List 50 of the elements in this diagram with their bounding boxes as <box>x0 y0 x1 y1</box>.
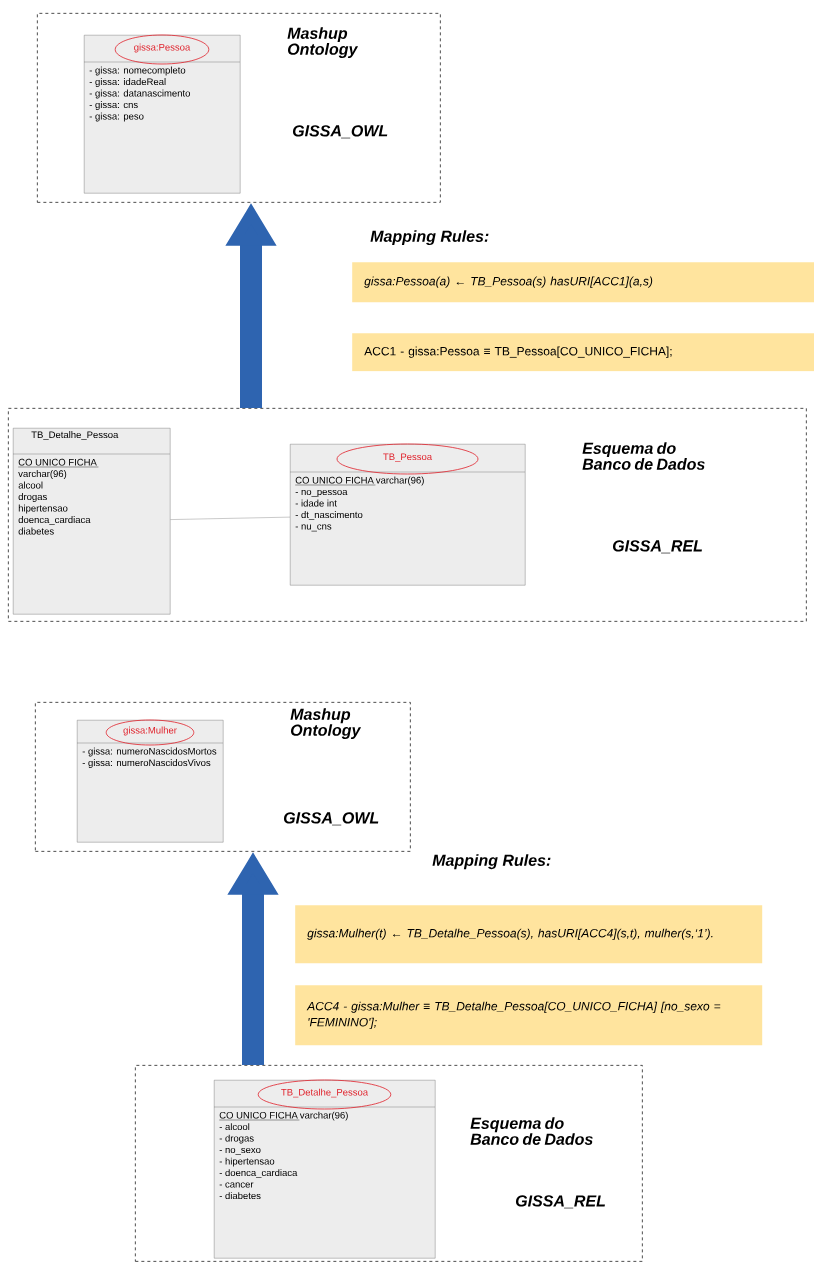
column-text: - doenca_cardiaca <box>219 1169 298 1178</box>
frame-title: Mashup Ontology <box>287 27 359 59</box>
table-box <box>83 34 241 194</box>
frame-title: Esquema do Banco de Dados <box>470 1117 593 1145</box>
column-text: - hipertensao <box>219 1157 275 1167</box>
section-heading: Mapping Rules: <box>432 854 551 870</box>
column-text: CO UNICO FICHA <box>219 1111 300 1121</box>
frame-title: GISSA_REL <box>613 540 702 554</box>
column-text: varchar(96) <box>299 1111 348 1121</box>
column-text: alcool <box>18 481 43 489</box>
column-text: hipertensao <box>18 504 68 514</box>
column-text: - gissa: datanascimento <box>89 89 190 99</box>
column-text: varchar(96) <box>18 470 67 479</box>
column-text: - gissa: cns <box>89 101 138 110</box>
frame-title: Mashup Ontology <box>290 708 362 740</box>
column-text: - gissa: numeroNascidosVivos <box>82 759 211 768</box>
column-text: doenca_cardiaca <box>18 516 91 525</box>
column-text: - no_pessoa <box>295 489 348 497</box>
frame-title: GISSA_OWL <box>293 125 388 139</box>
column-text: - gissa: idadeReal <box>89 78 166 87</box>
column-text: CO UNICO FICHA <box>18 458 99 468</box>
column-text: diabetes <box>18 527 54 535</box>
connector-line <box>170 516 291 520</box>
column-text: - cancer <box>219 1182 254 1188</box>
column-text: drogas <box>18 493 47 502</box>
column-text: - dt_nascimento <box>295 511 363 520</box>
table-box <box>289 443 526 586</box>
column-text: - drogas <box>219 1134 254 1144</box>
section-heading: Mapping Rules: <box>370 230 489 246</box>
frame-title: Esquema do Banco de Dados <box>582 442 705 470</box>
table-box <box>213 1079 436 1259</box>
table-title: gissa:Mulher <box>123 726 177 736</box>
column-text: - gissa: numeroNascidosMortos <box>82 747 217 757</box>
column-text: - gissa: peso <box>89 112 144 122</box>
table-box <box>76 719 224 843</box>
table-title: TB_Pessoa <box>383 453 433 462</box>
table-title: gissa:Pessoa <box>134 43 191 53</box>
frame-title: GISSA_OWL <box>284 812 379 826</box>
table-title: TB_Detalhe_Pessoa <box>31 431 119 440</box>
column-text: - gissa: nomecompleto <box>89 66 186 76</box>
column-text: - alcool <box>219 1123 250 1131</box>
column-text: - no_sexo <box>219 1147 261 1155</box>
table-box <box>12 428 171 615</box>
column-text: varchar(96) <box>375 476 424 486</box>
frame-title: GISSA_REL <box>516 1195 605 1209</box>
column-text: - diabetes <box>219 1192 261 1200</box>
column-text: - nu_cns <box>295 524 332 532</box>
column-text: CO UNICO FICHA <box>295 476 376 486</box>
table-title: TB_Detalhe_Pessoa <box>281 1088 369 1098</box>
column-text: - idade int <box>295 499 337 507</box>
